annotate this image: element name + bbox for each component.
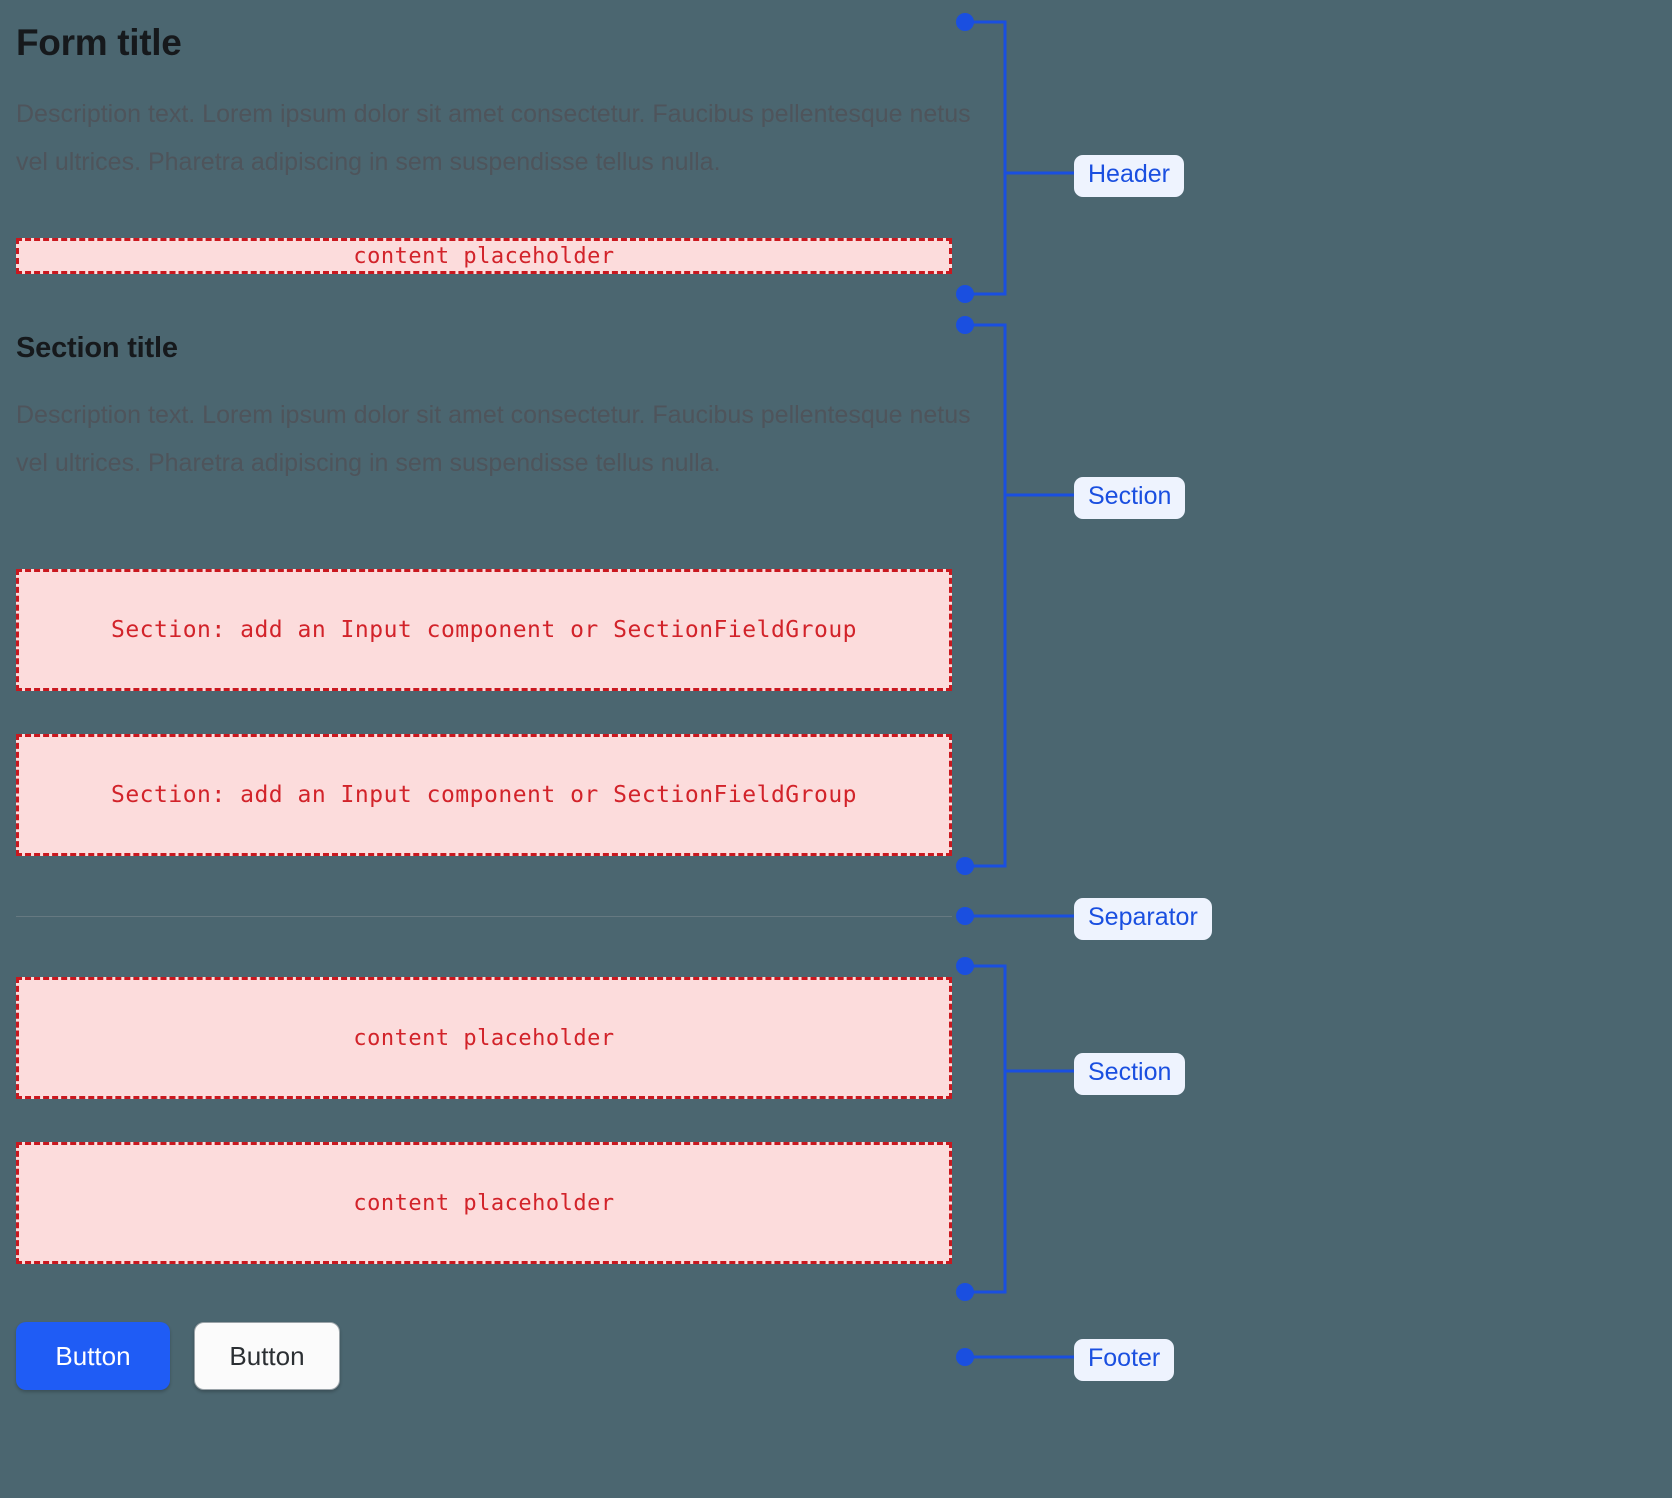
section-field-placeholder-2: Section: add an Input component or Secti…	[16, 734, 952, 856]
section-two-placeholder-1-label: content placeholder	[353, 1025, 615, 1051]
annotation-label-header[interactable]: Header	[1074, 155, 1184, 197]
annotation-label-section-one[interactable]: Section	[1074, 477, 1186, 519]
section-two-placeholder-2-label: content placeholder	[353, 1190, 615, 1216]
section-two-content-placeholder-1: content placeholder	[16, 977, 952, 1099]
annotation-label-separator[interactable]: Separator	[1074, 898, 1212, 940]
secondary-button[interactable]: Button	[194, 1322, 340, 1390]
form-separator	[16, 916, 952, 917]
header-content-placeholder: content placeholder	[16, 238, 952, 274]
section-field-placeholder-1-label: Section: add an Input component or Secti…	[110, 617, 858, 643]
primary-button[interactable]: Button	[16, 1322, 170, 1390]
section-description: Description text. Lorem ipsum dolor sit …	[16, 401, 971, 477]
section-field-placeholder-2-label: Section: add an Input component or Secti…	[110, 782, 858, 808]
form-header-description: Description text. Lorem ipsum dolor sit …	[16, 100, 971, 176]
form-preview: Form title Description text. Lorem ipsum…	[16, 0, 1016, 1498]
header-placeholder-label: content placeholder	[353, 243, 615, 269]
section-title: Section title	[16, 332, 178, 364]
form-footer: Button Button	[16, 1322, 340, 1390]
annotation-label-footer[interactable]: Footer	[1074, 1339, 1175, 1381]
annotation-label-section-two[interactable]: Section	[1074, 1053, 1186, 1095]
section-field-placeholder-1: Section: add an Input component or Secti…	[16, 569, 952, 691]
section-two-content-placeholder-2: content placeholder	[16, 1142, 952, 1264]
form-title: Form title	[16, 22, 182, 63]
